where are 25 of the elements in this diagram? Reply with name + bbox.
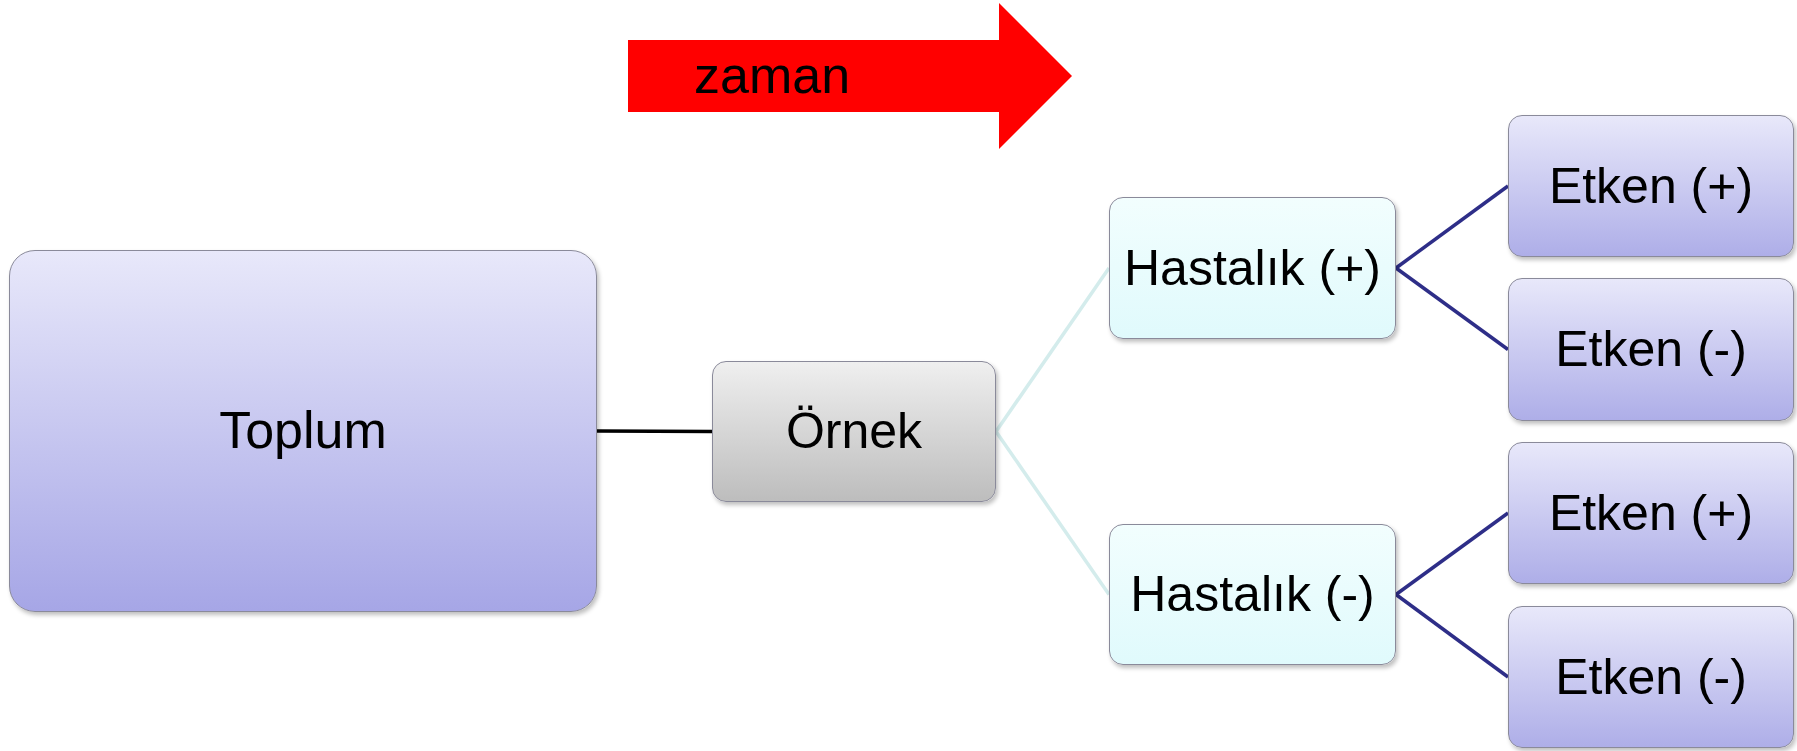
- disease-box: [1109, 524, 1396, 665]
- time-arrow: [628, 3, 1072, 149]
- box-label: Hastalık (-): [1129, 567, 1376, 622]
- connector-line: [994, 267, 1111, 433]
- connector-line: [1394, 593, 1510, 679]
- agent-box: [1508, 278, 1794, 421]
- box-label: Örnek: [784, 404, 924, 459]
- connector-line: [597, 429, 712, 434]
- box-label: Toplum: [218, 402, 388, 460]
- agent-box: [1508, 115, 1794, 257]
- connector-line: [1394, 511, 1510, 596]
- box-label: Hastalık (+): [1123, 240, 1382, 296]
- box-label: Etken (-): [1554, 649, 1748, 705]
- population-box: [9, 250, 597, 612]
- box-label: Etken (-): [1554, 322, 1748, 377]
- connector-line: [994, 430, 1111, 596]
- connector-line: [1394, 266, 1510, 351]
- box-label: Etken (+): [1547, 158, 1755, 214]
- disease-box: [1109, 197, 1396, 339]
- connector-line: [1394, 184, 1510, 270]
- arrow-label: zaman: [694, 47, 851, 105]
- box-label: Etken (+): [1547, 485, 1755, 541]
- agent-box: [1508, 606, 1794, 748]
- sample-box: [712, 361, 996, 502]
- agent-box: [1508, 442, 1794, 584]
